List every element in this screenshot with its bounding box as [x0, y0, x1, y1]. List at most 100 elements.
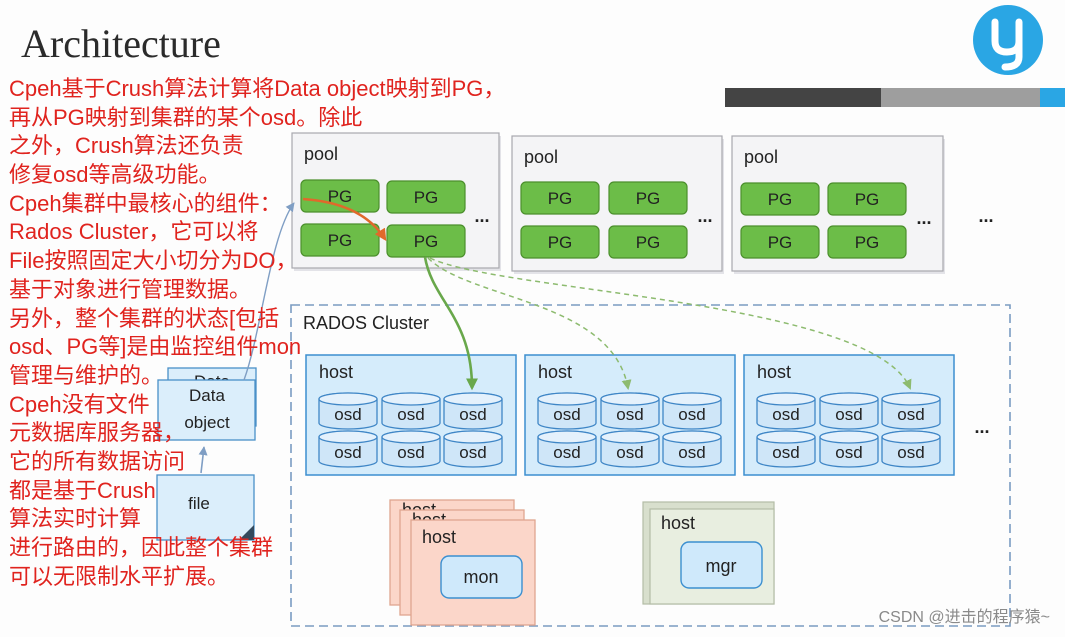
placement-group: PG [300, 179, 380, 213]
note-line: Cpeh基于Crush算法计算将Data object映射到PG， [9, 76, 506, 101]
client-side: DataDataobjectfile [156, 367, 257, 541]
note-line: 可以无限制水平扩展。 [9, 563, 230, 589]
osd-disk: osd [819, 430, 879, 468]
disk-top-icon [537, 430, 597, 444]
disk-top-icon [318, 392, 378, 406]
header-bar-blue [1040, 88, 1065, 107]
osd-label: osd [553, 405, 580, 424]
manager-host-label: host [661, 513, 695, 533]
note-line: 都是基于Crush [9, 477, 156, 503]
placement-group: PG [740, 225, 820, 259]
osd-disk: osd [881, 430, 941, 468]
data-flow-arrows [198, 197, 912, 474]
mgr-service-label: mgr [706, 556, 737, 576]
osd-label: osd [616, 443, 643, 462]
placement-group-box [827, 225, 907, 259]
osd-disk: osd [600, 430, 660, 468]
note-line: 管理与维护的。 [9, 362, 164, 388]
placement-group-label: PG [328, 231, 353, 250]
placement-group-box [520, 181, 600, 215]
disk-top-icon [819, 392, 879, 406]
disk-top-icon [318, 430, 378, 444]
osd-label: osd [678, 443, 705, 462]
note-line: 元数据库服务器， [9, 420, 186, 446]
slide-title: Architecture [21, 21, 221, 66]
arrow-data-object-to-pg [243, 202, 295, 381]
disk-top-icon [600, 430, 660, 444]
osd-label: osd [897, 443, 924, 462]
placement-group-label: PG [768, 190, 793, 209]
monitor-host-label: host [422, 527, 456, 547]
arrow-pg-to-replica-osd-2 [429, 257, 912, 390]
monitor-host: hosthosthostmon [389, 499, 536, 626]
osd-label: osd [897, 405, 924, 424]
disk-top-icon [662, 392, 722, 406]
placement-group-box [827, 182, 907, 216]
data-object-card [157, 379, 256, 441]
note-line: 它的所有数据访问 [9, 448, 186, 474]
more-hosts-ellipsis: ... [974, 417, 989, 437]
watermark-text: CSDN @进击的程序猿~ [879, 608, 1050, 626]
placement-group: PG [827, 182, 907, 216]
logo-circle [973, 5, 1043, 75]
data-object-label-line2: object [184, 413, 230, 432]
osd-label: osd [772, 405, 799, 424]
note-line: Rados Cluster，它可以将 [9, 219, 259, 245]
note-line: 进行路由的，因此整个集群 [9, 535, 274, 560]
osd-disk: osd [662, 430, 722, 468]
placement-group-box [300, 179, 380, 213]
placement-group-label: PG [768, 233, 793, 252]
placement-group: PG [740, 182, 820, 216]
placement-group-box [520, 225, 600, 259]
osd-disk: osd [537, 430, 597, 468]
more-pools-ellipsis: ... [978, 206, 993, 226]
osd-label: osd [334, 443, 361, 462]
data-object-label-line1: Data [189, 386, 225, 405]
host-label: host [319, 362, 353, 382]
placement-group-label: PG [855, 190, 880, 209]
osd-label: osd [334, 405, 361, 424]
placement-group-label: PG [636, 189, 661, 208]
pool-more-ellipsis: ... [474, 206, 489, 226]
note-line: 修复osd等高级功能。 [9, 162, 221, 188]
file-fold-corner-icon [239, 525, 254, 540]
placement-group: PG [386, 180, 466, 214]
osd-label: osd [459, 443, 486, 462]
osd-disk: osd [318, 392, 378, 430]
file-label: file [188, 494, 210, 513]
placement-group-box [740, 225, 820, 259]
osd-label: osd [397, 443, 424, 462]
disk-top-icon [600, 392, 660, 406]
header-bar-gray [881, 88, 1040, 107]
arrow-pg-to-pg-crush [302, 197, 387, 242]
osd-disk: osd [819, 392, 879, 430]
rados-cluster-border [290, 304, 1011, 627]
pool-more-ellipsis: ... [697, 206, 712, 226]
notes-overlay: Cpeh基于Crush算法计算将Data object映射到PG， 再从PG映射… [9, 75, 505, 591]
pool-more-ellipsis: ... [916, 208, 931, 228]
osd-label: osd [459, 405, 486, 424]
manager-host: host mgr [642, 501, 775, 605]
note-line: 基于对象进行管理数据。 [9, 276, 252, 302]
placement-group: PG [520, 225, 600, 259]
note-line: Cpeh没有文件 [9, 391, 150, 417]
rados-cluster-label: RADOS Cluster [303, 313, 429, 333]
placement-group-label: PG [414, 188, 439, 207]
arrow-pg-to-replica-osd-1 [427, 257, 632, 390]
osd-disk: osd [381, 392, 441, 430]
placement-group-label: PG [414, 232, 439, 251]
note-line: File按照固定大小切分为DO， [9, 248, 298, 274]
placement-group-label: PG [548, 233, 573, 252]
osd-label: osd [772, 443, 799, 462]
arrow-file-to-data-object [198, 446, 208, 474]
host-label: host [538, 362, 572, 382]
host-label: host [757, 362, 791, 382]
placement-group-box [740, 182, 820, 216]
disk-top-icon [381, 430, 441, 444]
placement-group: PG [608, 181, 688, 215]
